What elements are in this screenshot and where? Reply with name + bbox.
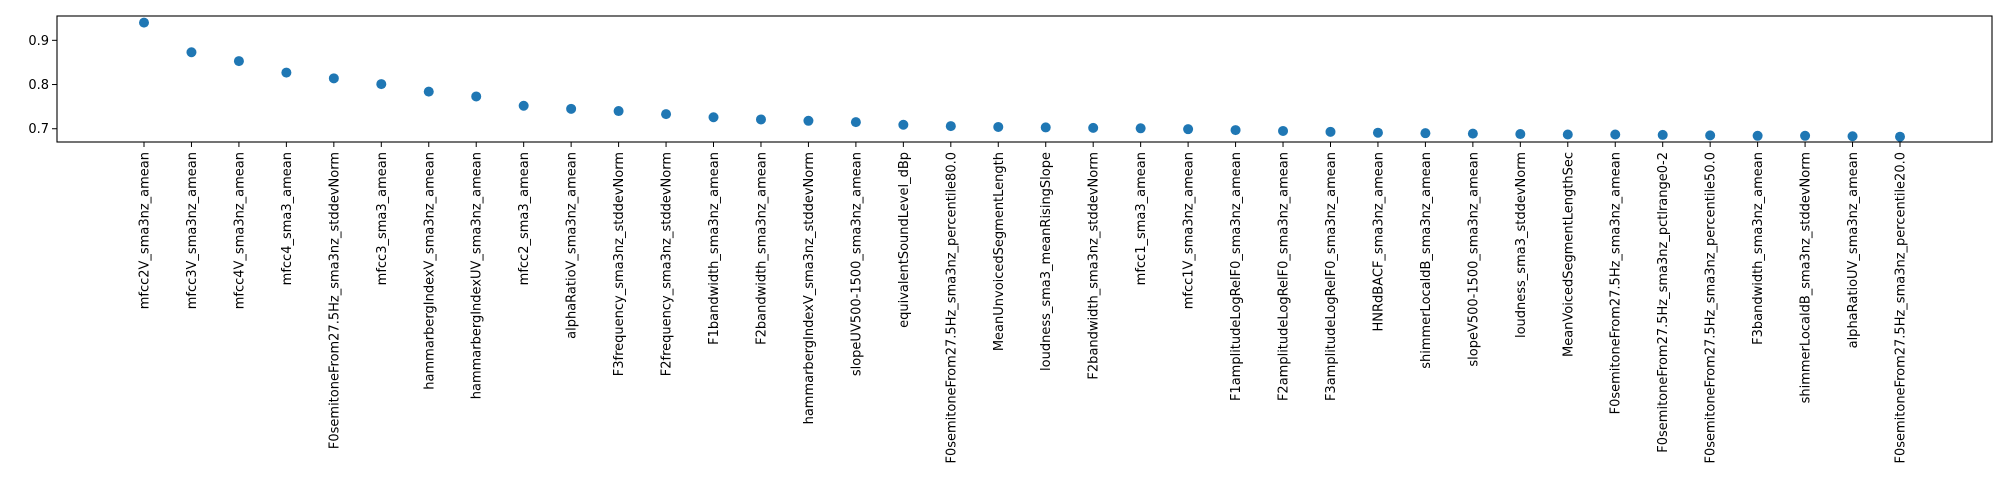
x-tick-label: F2bandwidth_sma3nz_stddevNorm xyxy=(1087,152,1102,380)
x-tick-label: F0semitoneFrom27.5Hz_sma3nz_pctlrange0-2 xyxy=(1656,152,1671,453)
data-point xyxy=(755,114,766,125)
x-tick-label: F0semitoneFrom27.5Hz_sma3nz_stddevNorm xyxy=(327,152,342,449)
x-tick-label: F0semitoneFrom27.5Hz_sma3nz_percentile80… xyxy=(944,152,959,464)
plot-frame xyxy=(56,15,1993,143)
x-tick-label: mfcc2_sma3_amean xyxy=(517,152,532,285)
data-point xyxy=(945,121,956,132)
x-tick-label: hammarbergIndexUV_sma3nz_amean xyxy=(470,152,485,399)
data-point xyxy=(1610,129,1621,140)
data-point xyxy=(1657,129,1668,140)
data-point xyxy=(566,103,577,114)
axis-ticks: 0.7 0.8 0.9 mfcc2V_sma3nz_amean mfcc3V_sma3n… xyxy=(28,34,1908,464)
x-tick-label: F0semitoneFrom27.5Hz_sma3nz_percentile20… xyxy=(1894,152,1909,464)
x-tick-label: hammarbergIndexV_sma3nz_amean xyxy=(422,152,437,390)
data-point xyxy=(1515,129,1526,140)
x-tick-label: mfcc3_sma3_amean xyxy=(375,152,390,285)
x-tick-label: equivalentSoundLevel_dBp xyxy=(897,152,912,328)
x-tick-label: F1amplitudeLogRelF0_sma3nz_amean xyxy=(1229,152,1244,401)
data-point xyxy=(1088,122,1099,133)
x-tick-label: F2bandwidth_sma3nz_amean xyxy=(754,152,769,345)
data-point xyxy=(850,117,861,128)
data-point xyxy=(471,91,482,102)
data-point xyxy=(1278,125,1289,136)
data-point xyxy=(376,79,387,90)
data-point xyxy=(898,119,909,130)
y-tick-label: 0.8 xyxy=(28,78,49,93)
x-tick-label: mfcc2V_sma3nz_amean xyxy=(138,152,153,309)
x-tick-label: alphaRatioV_sma3nz_amean xyxy=(565,152,580,339)
scatter-points xyxy=(139,17,1905,142)
data-point xyxy=(1895,131,1905,142)
x-tick-label: F3amplitudeLogRelF0_sma3nz_amean xyxy=(1324,152,1339,401)
x-tick-label: F1bandwidth_sma3nz_amean xyxy=(707,152,722,345)
data-point xyxy=(328,73,339,84)
data-point xyxy=(1800,130,1811,141)
data-point xyxy=(233,56,244,67)
x-tick-label: shimmerLocaldB_sma3nz_amean xyxy=(1419,152,1434,369)
data-point xyxy=(708,112,719,123)
x-tick-label: F0semitoneFrom27.5Hz_sma3nz_percentile50… xyxy=(1704,152,1719,464)
data-point xyxy=(1847,131,1858,142)
x-tick-label: shimmerLocaldB_sma3nz_stddevNorm xyxy=(1799,152,1814,403)
data-point xyxy=(1420,128,1431,139)
y-tick-label: 0.7 xyxy=(28,122,49,137)
x-tick-label: alphaRatioUV_sma3nz_amean xyxy=(1846,152,1861,348)
x-tick-label: mfcc3V_sma3nz_amean xyxy=(185,152,200,309)
data-point xyxy=(661,109,672,120)
data-point xyxy=(423,86,434,97)
x-tick-label: loudness_sma3_stddevNorm xyxy=(1514,152,1529,338)
x-tick-label: F2amplitudeLogRelF0_sma3nz_amean xyxy=(1277,152,1292,401)
x-tick-label: MeanVoicedSegmentLengthSec xyxy=(1561,152,1576,357)
x-tick-label: slopeUV500-1500_sma3nz_amean xyxy=(849,152,864,376)
y-tick-label: 0.9 xyxy=(28,34,49,49)
data-point xyxy=(139,17,149,28)
x-tick-label: mfcc1V_sma3nz_amean xyxy=(1182,152,1197,309)
data-point xyxy=(993,121,1004,132)
data-point xyxy=(1040,122,1051,133)
data-point xyxy=(1325,126,1336,137)
data-point xyxy=(1230,125,1241,136)
x-tick-label: F3bandwidth_sma3nz_amean xyxy=(1751,152,1766,345)
x-tick-label: F3frequency_sma3nz_stddevNorm xyxy=(612,152,627,376)
data-point xyxy=(281,67,292,78)
data-point xyxy=(518,100,529,111)
x-tick-label: slopeV500-1500_sma3nz_amean xyxy=(1466,152,1481,367)
x-tick-label: mfcc1_sma3_amean xyxy=(1134,152,1149,285)
data-point xyxy=(1752,130,1763,141)
data-point xyxy=(613,106,624,117)
x-tick-label: mfcc4_sma3_amean xyxy=(280,152,295,285)
data-point xyxy=(1135,123,1146,134)
data-point xyxy=(1372,127,1383,138)
data-point xyxy=(1183,124,1194,135)
data-point xyxy=(1467,128,1478,139)
x-tick-label: mfcc4V_sma3nz_amean xyxy=(232,152,247,309)
data-point xyxy=(803,115,814,126)
x-tick-label: loudness_sma3_meanRisingSlope xyxy=(1039,152,1054,371)
x-tick-label: HNRdBACF_sma3nz_amean xyxy=(1371,152,1386,332)
data-point xyxy=(1562,129,1573,140)
x-tick-label: MeanUnvoicedSegmentLength xyxy=(992,152,1007,351)
x-tick-label: F2frequency_sma3nz_stddevNorm xyxy=(660,152,675,376)
data-point xyxy=(1705,130,1716,141)
x-tick-label: F0semitoneFrom27.5Hz_sma3nz_amean xyxy=(1609,152,1624,414)
x-tick-label: hammarbergIndexV_sma3nz_stddevNorm xyxy=(802,152,817,424)
data-point xyxy=(186,47,197,58)
